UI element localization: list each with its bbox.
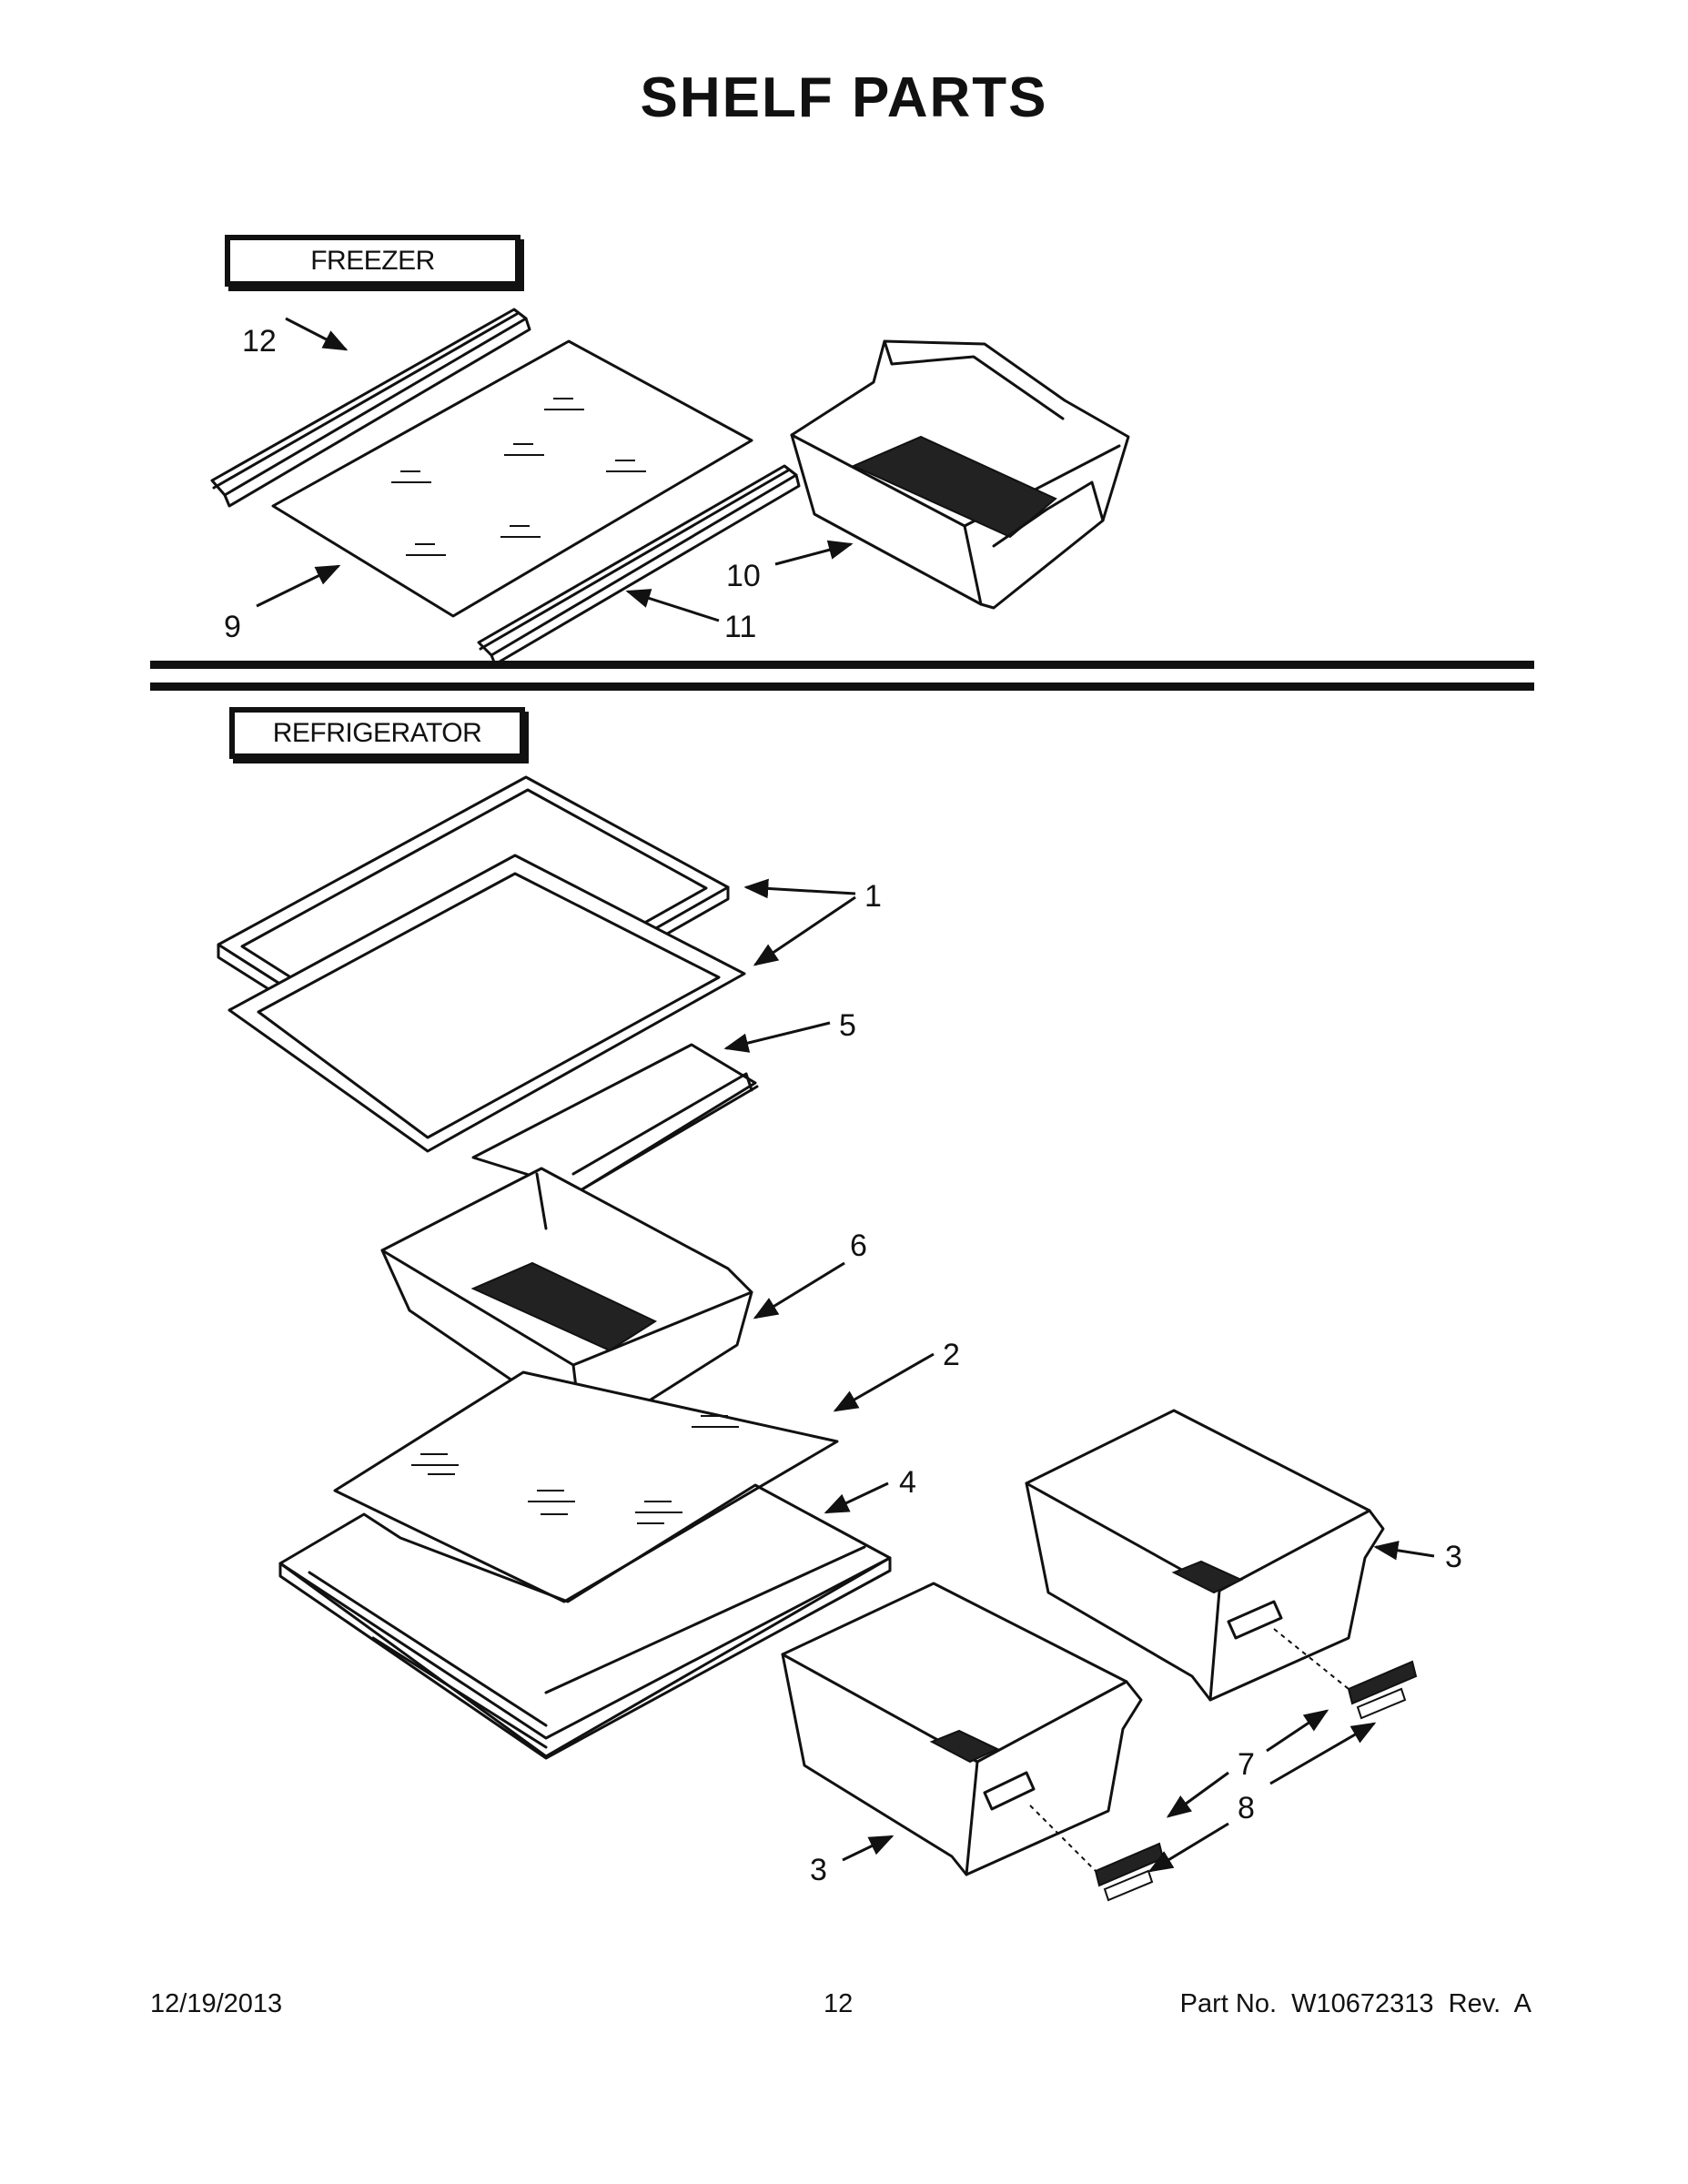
callout-2: 2	[943, 1338, 960, 1372]
callout-10: 10	[726, 559, 761, 593]
callout-12: 12	[242, 324, 277, 359]
footer-part-number: Part No. W10672313 Rev. A	[1179, 1989, 1531, 2018]
part-3-crisper-drawer-left	[781, 1582, 1143, 1876]
part-5-crisper-cover	[471, 1043, 759, 1192]
callout-9: 9	[224, 610, 241, 644]
callout-arrows	[256, 317, 1435, 1873]
part-7-drawer-clip-lower	[1029, 1805, 1165, 1902]
callout-3-left: 3	[810, 1853, 827, 1887]
section-divider-top	[150, 661, 1534, 669]
freezer-section-label: FREEZER	[225, 235, 521, 287]
part-4-crisper-frame	[278, 1483, 892, 1760]
part-3-crisper-drawer-right	[1025, 1409, 1385, 1702]
callout-1: 1	[864, 879, 882, 914]
part-12-rear-shelf-trim	[210, 308, 531, 508]
callout-3-right: 3	[1445, 1540, 1462, 1574]
page-title: SHELF PARTS	[640, 66, 1048, 129]
callout-5: 5	[839, 1008, 856, 1043]
part-11-front-shelf-trim	[477, 464, 801, 666]
part-6-deli-drawer	[380, 1167, 753, 1441]
part-10-freezer-basket	[790, 339, 1130, 610]
callout-6: 6	[850, 1228, 867, 1263]
section-divider-bottom	[150, 682, 1534, 691]
callout-11: 11	[724, 610, 756, 644]
part-9-freezer-glass-shelf	[271, 339, 753, 618]
part-2-refrigerator-glass-shelf	[333, 1370, 839, 1603]
footer-page-number: 12	[824, 1989, 854, 2018]
footer-date: 12/19/2013	[150, 1989, 283, 2018]
callout-7: 7	[1238, 1747, 1255, 1782]
callout-4: 4	[899, 1465, 916, 1500]
refrigerator-section-label: REFRIGERATOR	[229, 707, 525, 759]
callout-8: 8	[1238, 1791, 1255, 1825]
part-7-drawer-clip-upper	[1273, 1628, 1418, 1720]
part-1-refrigerator-shelf-lower	[227, 854, 746, 1153]
